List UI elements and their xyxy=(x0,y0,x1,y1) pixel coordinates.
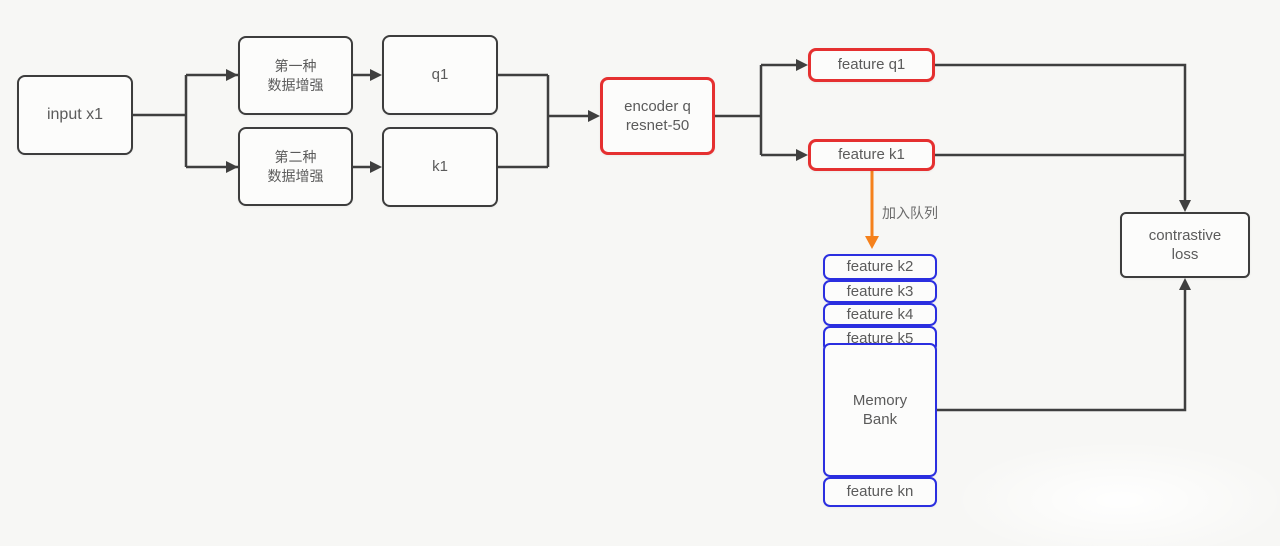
node-k1-label: k1 xyxy=(432,158,448,176)
node-feature-k1: feature k1 xyxy=(808,139,935,171)
memory-bank-item-kn: feature kn xyxy=(823,477,937,507)
edge-features-to-loss xyxy=(935,63,1191,212)
memory-bank-item-k4-label: feature k4 xyxy=(846,305,914,323)
node-input-x1: input x1 xyxy=(17,75,133,155)
edge-q1-k1-to-encoder xyxy=(498,73,600,169)
node-encoder-q-label: encoder q resnet-50 xyxy=(624,97,691,135)
node-augmentation-second-label: 第二种 数据增强 xyxy=(267,149,324,184)
node-encoder-q: encoder q resnet-50 xyxy=(600,77,715,155)
node-augmentation-first-label: 第一种 数据增强 xyxy=(267,58,324,93)
node-feature-q1: feature q1 xyxy=(808,48,935,82)
enqueue-annotation: 加入队列 xyxy=(882,205,938,221)
memory-bank-item-k3-label: feature k3 xyxy=(846,282,914,300)
edge-encoder-to-features xyxy=(715,59,808,161)
node-contrastive-loss-label: contrastive loss xyxy=(1148,226,1222,264)
node-feature-q1-label: feature q1 xyxy=(837,56,906,74)
node-augmentation-second: 第二种 数据增强 xyxy=(238,127,353,206)
node-k1: k1 xyxy=(382,127,498,207)
node-q1: q1 xyxy=(382,35,498,115)
edge-feature-k1-enqueue xyxy=(865,171,879,249)
background-highlight xyxy=(950,440,1280,546)
edge-memory-bank-to-loss xyxy=(937,278,1191,412)
edge-augmentations-to-q1-k1 xyxy=(370,69,382,173)
memory-bank-item-k2: feature k2 xyxy=(823,254,937,280)
memory-bank-box: Memory Bank xyxy=(823,343,937,477)
memory-bank-item-k4: feature k4 xyxy=(823,303,937,326)
node-contrastive-loss: contrastive loss xyxy=(1120,212,1250,278)
memory-bank-item-k3: feature k3 xyxy=(823,280,937,303)
memory-bank-item-k2-label: feature k2 xyxy=(846,258,914,276)
memory-bank-item-kn-label: feature kn xyxy=(846,483,914,501)
memory-bank-box-label: Memory Bank xyxy=(852,391,908,429)
node-feature-k1-label: feature k1 xyxy=(838,146,905,164)
node-augmentation-first: 第一种 数据增强 xyxy=(238,36,353,115)
node-input-x1-label: input x1 xyxy=(46,105,104,123)
node-q1-label: q1 xyxy=(431,66,449,84)
